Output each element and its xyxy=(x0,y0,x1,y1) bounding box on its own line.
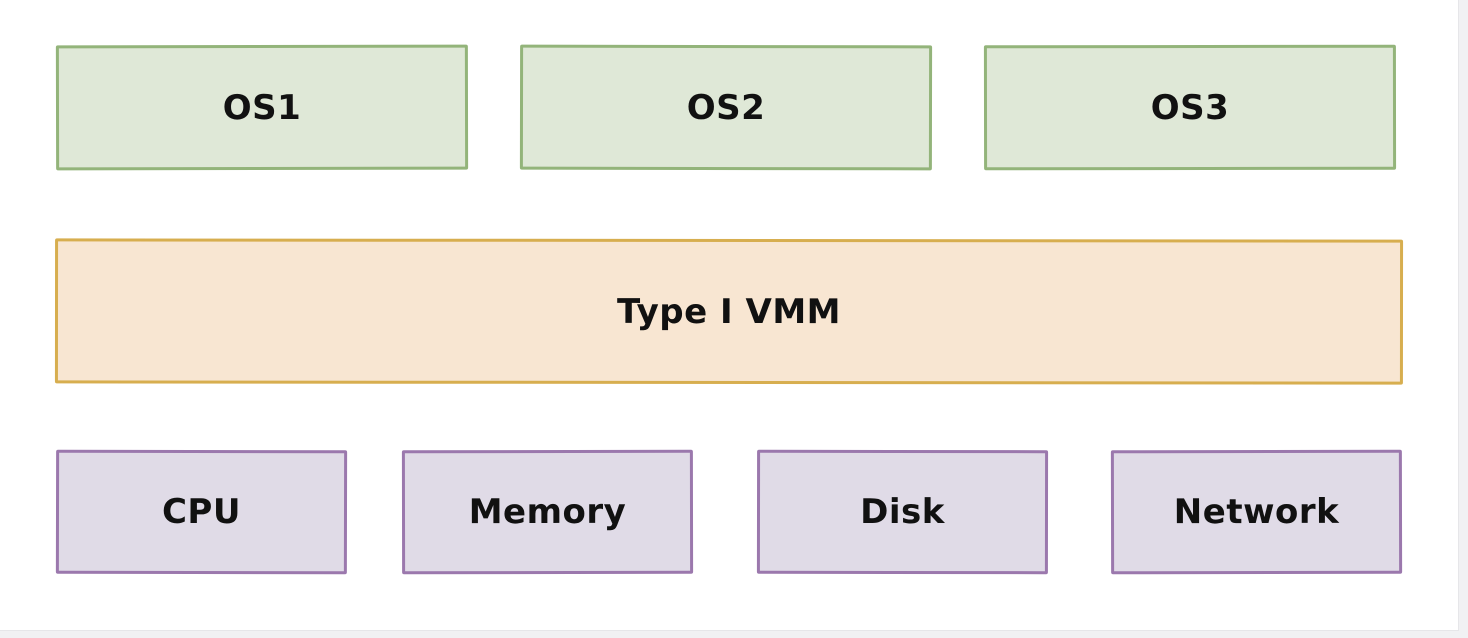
os3-label: OS3 xyxy=(1150,87,1230,128)
os2-box: OS2 xyxy=(519,44,933,171)
os1-box: OS1 xyxy=(55,44,469,171)
os3-box: OS3 xyxy=(983,44,1397,171)
cpu-label: CPU xyxy=(161,491,242,533)
memory-box: Memory xyxy=(401,449,694,575)
disk-label: Disk xyxy=(860,491,945,533)
memory-label: Memory xyxy=(468,491,627,533)
vmm-box: Type I VMM xyxy=(54,238,1404,385)
os2-label: OS2 xyxy=(686,87,766,128)
vmm-label: Type I VMM xyxy=(616,291,842,332)
os1-label: OS1 xyxy=(222,87,302,128)
disk-box: Disk xyxy=(756,449,1049,575)
network-label: Network xyxy=(1173,491,1340,533)
network-box: Network xyxy=(1110,449,1403,575)
cpu-box: CPU xyxy=(55,449,348,575)
